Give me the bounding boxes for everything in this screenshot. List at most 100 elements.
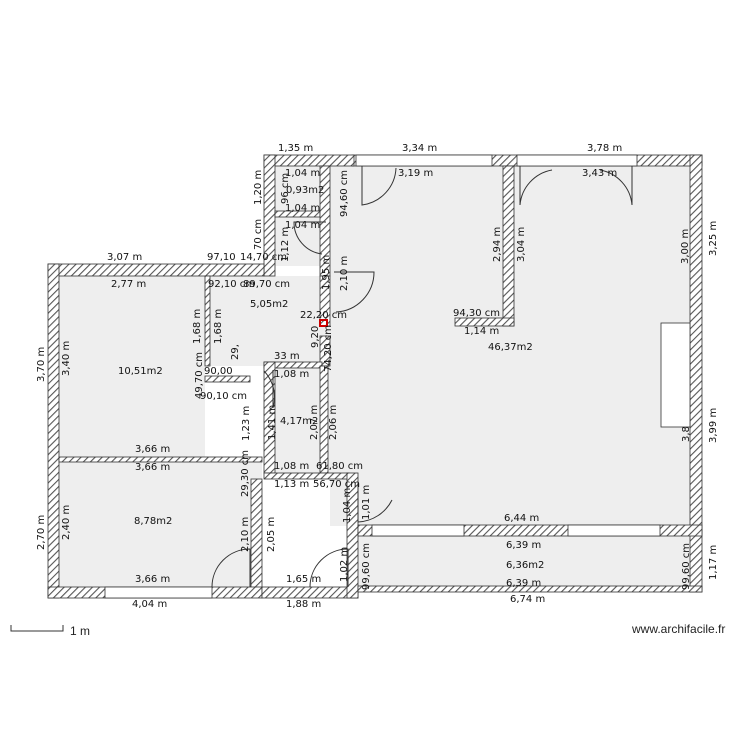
dim-text: 3,07 m [107,252,142,263]
dim-text: 22,20 cm [300,310,347,321]
windows [104,154,691,599]
dim-text: 6,44 m [504,513,539,524]
dim-text: 29, [230,344,241,360]
dim-text: 3,04 m [516,227,527,262]
dim-text: 33 m [274,351,300,362]
dim-text: 1,04 m [285,220,320,231]
dim-text: 2,94 m [492,227,503,262]
dim-text: 3,99 m [708,408,719,443]
dim-text: 1,08 m [274,461,309,472]
dim-text: 3,34 m [402,143,437,154]
window-top-1 [355,154,493,167]
dim-text: 1,17 m [708,545,719,580]
door-top-2a [519,166,553,206]
wall-living-bottom [357,524,703,537]
wall-bed1-right-lower [204,375,251,383]
fireplace [660,322,691,428]
dim-text: 3,19 m [398,168,433,179]
dim-text: 2,10 m [339,256,350,291]
scale-label: 1 m [70,624,90,638]
watermark: www.archifacile.fr [631,622,725,636]
dimensions-horizontal: 1,35 m 3,34 m 3,78 m 3,19 m 3,43 m 1,04 … [107,143,622,610]
dim-text: 92,10 cm [208,279,255,290]
dim-text: 3,78 m [587,143,622,154]
dim-text: 1,08 m [274,369,309,380]
scale-line [10,625,64,632]
wall-bath-right [319,365,329,474]
doors [211,166,633,588]
area-bedroom2: 8,78m2 [134,516,172,527]
dim-text: 3,40 m [61,341,72,376]
scale-bar: 1 m [10,624,90,638]
dim-text: 1,14 m [464,326,499,337]
dim-text: 3,66 m [135,444,170,455]
dim-text: 2,77 m [111,279,146,290]
wall-left [47,263,60,599]
dim-text: 3,00 m [680,229,691,264]
dim-text: 89,70 cm [243,279,290,290]
dim-text: 1,20 m [253,170,264,205]
dim-text: 96 cm [280,173,291,204]
dim-text: 6,74 m [510,594,545,605]
wall-bed-divider [58,456,263,463]
dim-text: 4,04 m [132,599,167,610]
dim-text: 3,8 [681,426,692,442]
dim-text: 1,13 m [274,479,309,490]
dim-text: 3,70 m [36,347,47,382]
wall-living-inner-foot [454,317,515,327]
floor-bedroom2 [59,461,262,587]
window-top-2 [516,154,638,167]
dim-text: 2,10 m [240,517,251,552]
dim-text: 1,01 m [361,485,372,520]
wall-bed1-right [204,275,211,367]
dim-text: 99,60 cm [361,543,372,590]
dim-text: 14,70 cm [240,252,287,263]
area-labels: 46,37m2 10,51m2 8,78m2 5,05m2 4,17m2 0,9… [118,185,544,571]
red-marker [319,319,328,327]
door-top-1 [361,166,397,206]
dim-text: 74,20 cm [323,325,334,372]
door-bed2 [211,548,251,588]
dim-text: 90,00 [204,366,233,377]
dim-text: 1,04 m [342,488,353,523]
dim-text: 3,43 m [582,168,617,179]
wall-left-top [47,263,265,277]
dim-text: 2,40 m [61,505,72,540]
door-top-2b [599,166,633,206]
dim-text: 1,23 m [241,406,252,441]
dim-text: 6,39 m [506,540,541,551]
dim-text: 1,35 m [278,143,313,154]
wall-terrace-bottom [357,585,703,593]
dim-text: 1,88 m [286,599,321,610]
dim-text: 61,80 cm [316,461,363,472]
dim-text: 3,25 m [708,221,719,256]
dim-text: 56,70 cm [313,479,360,490]
door-living-entry [357,482,393,523]
dim-text: 1,65 m [286,574,321,585]
area-terrace: 6,36m2 [506,560,544,571]
wall-bottom-mid [261,586,359,599]
area-bath: 4,17m2 [280,416,318,427]
floor-hall [205,276,330,366]
wall-bed2-right [250,478,263,590]
area-wc: 0,93m2 [286,185,324,196]
dim-text: 49,70 cm [194,352,205,399]
dim-text: 1,41 m [267,405,278,440]
floor-bath [275,368,320,473]
dim-text: 97,10 [207,252,236,263]
door-hall [334,271,375,313]
dim-text: 99,60 cm [681,543,692,590]
dim-text: 94,30 cm [453,308,500,319]
window-left-bottom [104,586,213,599]
dim-text: 1,95 m [321,255,332,290]
door-bath [263,370,276,409]
dim-text: 29,30 cm [240,450,251,497]
dim-text: 2,70 m [36,515,47,550]
dim-text: 2,06 m [328,405,339,440]
area-hall: 5,05m2 [250,299,288,310]
door-wc [293,221,326,255]
dim-text: 1,12 m [280,227,291,262]
floor-bedroom1 [59,276,205,457]
door-entry [309,548,349,588]
